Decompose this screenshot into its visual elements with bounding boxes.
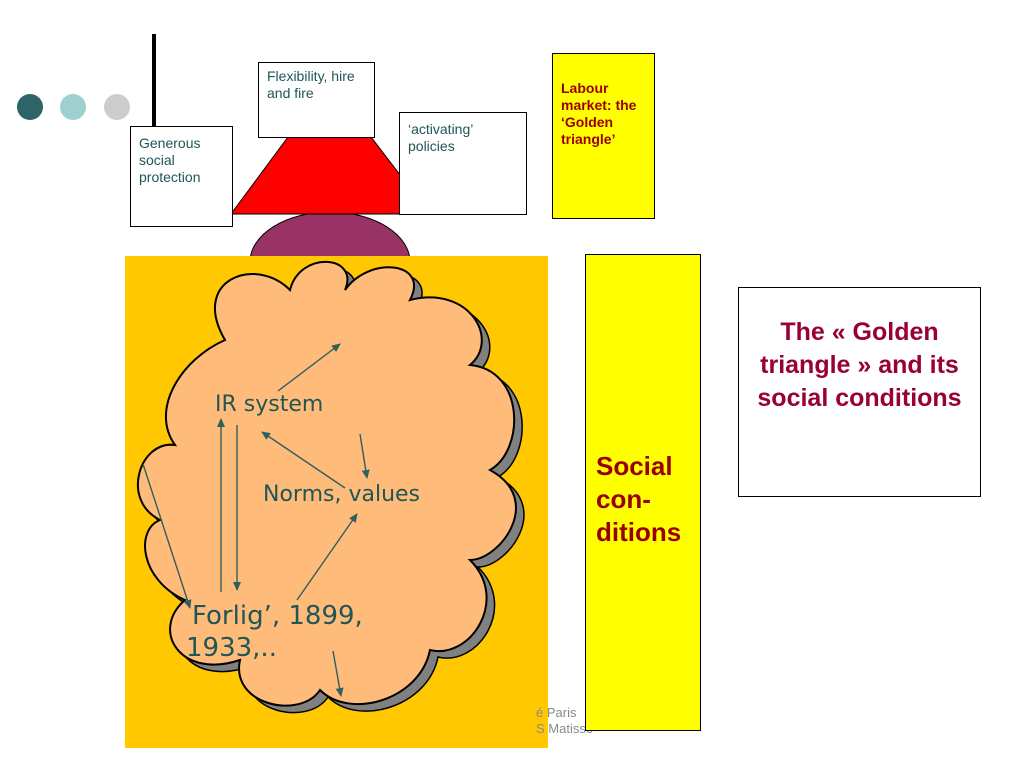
norms-values-label: Norms, values xyxy=(263,482,421,507)
decor-dot-grey xyxy=(104,94,130,120)
generous-protection-box: Generous social protection xyxy=(130,126,233,227)
flexibility-box: Flexibility, hire and fire xyxy=(258,62,375,138)
slide-title: The « Golden triangle » and its social c… xyxy=(757,318,962,412)
ir-system-label: IR system xyxy=(215,392,324,417)
arrow-edge-to-forlig xyxy=(142,463,192,609)
title-box: The « Golden triangle » and its social c… xyxy=(738,287,981,497)
forlig-label-line-1: Forlig’, 1899, xyxy=(192,601,363,631)
decor-dot-dark xyxy=(17,94,43,120)
social-conditions-line-1: Social xyxy=(596,451,673,481)
arrow-ir-to-norms xyxy=(359,433,370,479)
footer-line-1: é Paris xyxy=(536,705,577,720)
labour-market-box: Labour market: the ‘Golden triangle’ xyxy=(552,53,655,219)
footer-line-2: S Matisse xyxy=(536,721,594,736)
social-conditions-line-3: ditions xyxy=(596,517,682,547)
decor-dot-light xyxy=(60,94,86,120)
decor-vertical-line xyxy=(152,34,156,126)
arrow-forlig-down xyxy=(332,650,344,697)
activating-policies-box: ‘activating’ policies xyxy=(399,112,527,215)
social-conditions-box: Social con- ditions xyxy=(585,254,701,731)
arrow-norms-to-ir xyxy=(261,431,346,489)
flexibility-label: Flexibility, hire and fire xyxy=(267,68,355,101)
arrow-forlig-to-norms xyxy=(296,513,358,601)
labour-market-label: Labour market: the ‘Golden triangle’ xyxy=(561,80,637,147)
arrow-ir-to-top xyxy=(277,343,341,392)
social-conditions-line-2: con- xyxy=(596,484,651,514)
forlig-label-line-2: 1933,.. xyxy=(186,633,277,663)
footer-text: é Paris S Matisse xyxy=(536,705,593,737)
generous-protection-label: Generous social protection xyxy=(139,135,201,185)
activating-policies-label: ‘activating’ policies xyxy=(408,121,473,154)
